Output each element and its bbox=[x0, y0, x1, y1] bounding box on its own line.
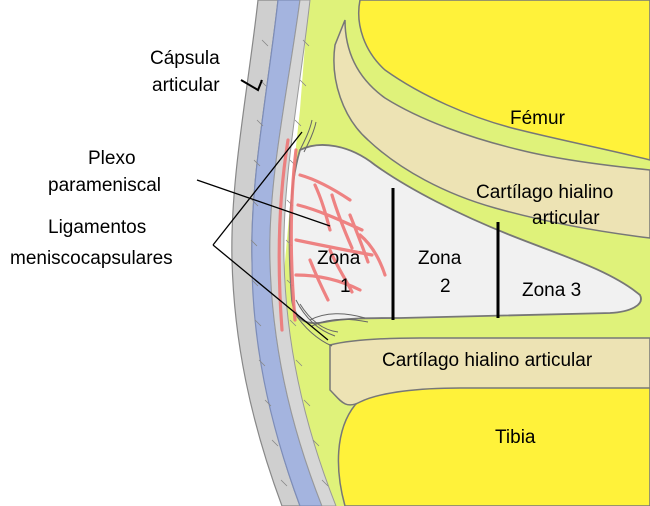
cartilago-upper-label-line1: Cartílago hialino bbox=[476, 182, 613, 203]
tibia-label: Tibia bbox=[495, 427, 536, 448]
ligamentos-label-line2: meniscocapsulares bbox=[10, 248, 173, 269]
capsula-label-line1: Cápsula bbox=[150, 48, 220, 69]
ligamentos-label-line1: Ligamentos bbox=[48, 217, 146, 238]
capsula-label-line2: articular bbox=[152, 75, 220, 96]
cartilago-lower-label: Cartílago hialino articular bbox=[382, 350, 593, 371]
zona2-label-line1: Zona bbox=[418, 248, 462, 269]
zona2-label-line2: 2 bbox=[440, 276, 451, 297]
cartilago-upper-label-line2: articular bbox=[532, 208, 600, 229]
femur-label: Fémur bbox=[510, 108, 566, 129]
plexo-label-line2: parameniscal bbox=[48, 175, 161, 196]
zona1-label-line1: Zona bbox=[317, 248, 361, 269]
zona1-label-line2: 1 bbox=[340, 276, 351, 297]
zona3-label: Zona 3 bbox=[522, 280, 581, 301]
plexo-label-line1: Plexo bbox=[88, 148, 136, 169]
